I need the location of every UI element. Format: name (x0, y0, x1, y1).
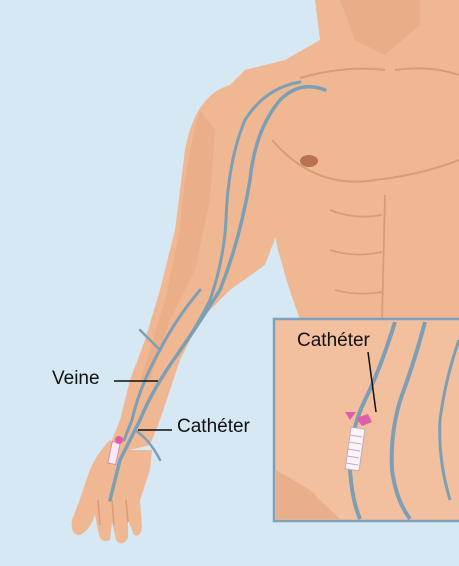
inset-catheter-label: Cathéter (297, 331, 370, 350)
catheter-label: Cathéter (177, 417, 250, 436)
vein-label: Veine (52, 369, 100, 388)
catheter-hub (115, 436, 123, 444)
nipple (300, 155, 318, 167)
